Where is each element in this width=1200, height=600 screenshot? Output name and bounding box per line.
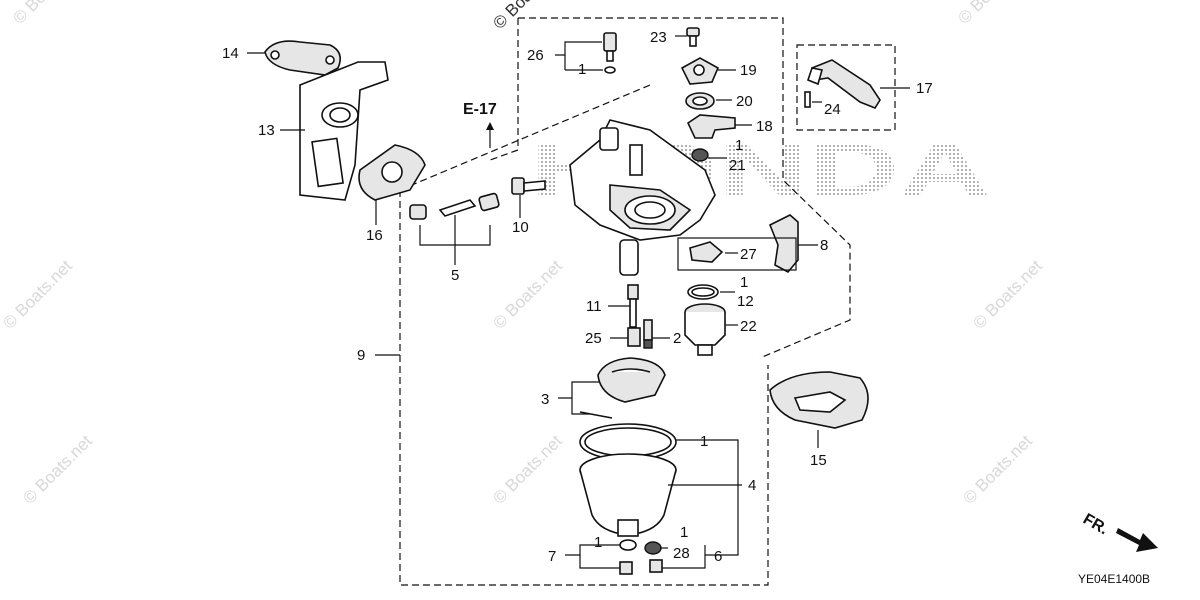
callout-17: 17 [916,80,933,97]
front-arrow-icon [1116,528,1158,552]
callout-22: 22 [740,318,757,335]
watermark-text: © Boats.net [489,0,566,33]
callout-4: 4 [748,477,756,494]
callout-12: 12 [737,293,754,310]
callout-1-a: 1 [578,61,586,78]
jet-part-25 [627,327,641,347]
screw-part-23 [686,27,700,47]
front-label: FR. [1080,511,1111,539]
callout-23: 23 [650,29,667,46]
leader-lines [247,35,910,569]
watermark-text: © Boats.net [969,256,1046,333]
gasket-part-15 [769,371,869,429]
callout-14: 14 [222,45,239,62]
callout-19: 19 [740,62,757,79]
callout-10: 10 [512,219,529,236]
oring-part-12 [687,284,719,300]
cap-part-19 [680,57,720,85]
insulator-plate-part-13 [299,61,389,201]
callout-13: 13 [258,122,275,139]
reference-e17: E-17 [463,101,497,118]
callout-1-c: 1 [740,274,748,291]
callout-27: 27 [740,246,757,263]
callout-26: 26 [527,47,544,64]
washer-part-21 [691,148,709,162]
callout-25: 25 [585,330,602,347]
watermark-text: © Boats.net [954,0,1031,28]
watermark-text: © Boats.net [959,431,1036,508]
callout-3: 3 [541,391,549,408]
screw-part-26 [603,32,617,74]
watermark-text: © Boats.net [19,431,96,508]
front-direction-indicator: FR. [1080,511,1158,552]
callout-1-d: 1 [700,433,708,450]
callout-20: 20 [736,93,753,110]
watermark-text: © Boats.net [489,431,566,508]
callout-1-b: 1 [735,137,743,154]
washer-part-1-lower [619,539,637,551]
oring-part-1 [579,423,677,461]
gasket-part-16 [358,144,426,201]
assembly-frame [399,17,896,586]
callout-15: 15 [810,452,827,469]
callout-18: 18 [756,118,773,135]
callout-11: 11 [586,298,602,315]
callout-24: 24 [824,101,841,118]
jet-part-2 [643,319,653,349]
carburetor-body [569,119,716,276]
watermark-text: © Boats.net [9,0,86,28]
screw-part-7 [619,561,633,575]
callout-1-f: 1 [680,524,688,541]
callout-6: 6 [714,548,722,565]
callout-21: 21 [729,157,746,174]
valve-part-22 [684,303,726,356]
seal-part-20 [685,92,715,110]
callout-28: 28 [673,545,690,562]
float-part-8 [768,214,799,274]
callout-16: 16 [366,227,383,244]
callout-5: 5 [451,267,459,284]
callout-7: 7 [548,548,556,565]
watermark-text: © Boats.net [489,256,566,333]
gasket-part-14 [264,40,341,76]
watermark-text: © Boats.net [0,256,76,333]
watermarks: © Boats.net © Boats.net © Boats.net © Bo… [0,0,1046,508]
valve-part-27 [677,237,797,271]
screw-part-6 [649,559,663,573]
lever-part-18 [686,114,736,139]
lever-part-17 [807,59,881,109]
callout-labels: 14 13 16 5 10 26 1 23 19 20 18 1 21 17 2… [222,29,933,565]
float-chamber-part-4 [579,453,677,537]
screw-set-part-5 [409,192,500,220]
callout-8: 8 [820,237,828,254]
callout-2: 2 [673,330,681,347]
screw-part-10 [511,177,546,195]
washer-part-28 [644,541,662,555]
pin-part-24 [804,91,811,108]
callout-1-e: 1 [594,534,602,551]
callout-9: 9 [357,347,365,364]
float-part-3 [579,357,666,419]
nozzle-part-11 [627,284,639,328]
diagram-code: YE04E1400B [1078,572,1150,586]
